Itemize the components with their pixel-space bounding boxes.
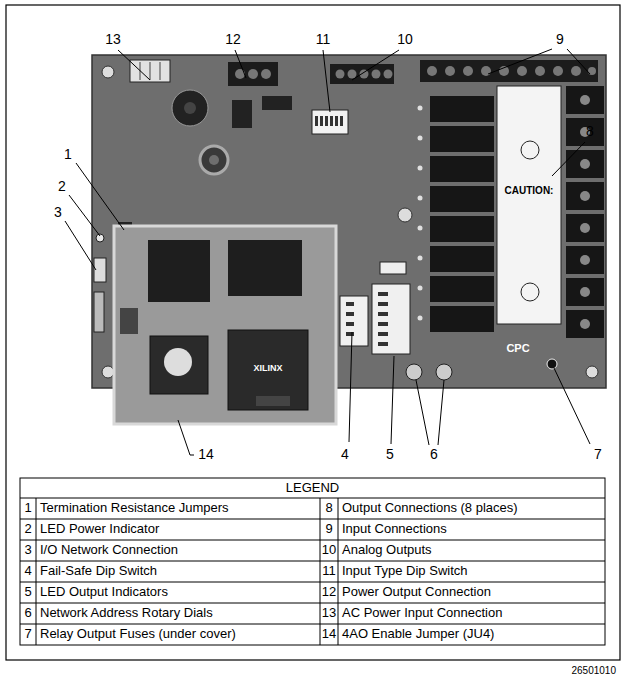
- callout-number: 12: [225, 32, 241, 47]
- legend-number-cell: 10: [320, 540, 338, 561]
- callout-number: 10: [397, 32, 413, 47]
- legend-text: LED Output Indicators: [40, 585, 168, 599]
- board-marking: CAUTION:: [505, 185, 554, 196]
- legend-number-cell: 3: [20, 540, 36, 561]
- legend-text: Output Connections (8 places): [342, 501, 518, 515]
- legend-text-cell: Termination Resistance Jumpers: [36, 498, 320, 519]
- callout-number: 2: [58, 179, 66, 194]
- legend-number: 9: [325, 522, 332, 536]
- legend-heading: LEGEND: [286, 481, 339, 495]
- legend-text-cell: Power Output Connection: [338, 582, 605, 603]
- legend-text-cell: Analog Outputs: [338, 540, 605, 561]
- legend-text: Power Output Connection: [342, 585, 491, 599]
- legend-number: 4: [24, 564, 31, 578]
- legend-number-cell: 5: [20, 582, 36, 603]
- legend-text-cell: Output Connections (8 places): [338, 498, 605, 519]
- legend-number: 10: [322, 543, 336, 557]
- legend-number: 7: [24, 627, 31, 641]
- board-marking: CPC: [506, 342, 529, 354]
- legend-text-cell: I/O Network Connection: [36, 540, 320, 561]
- callout-number-cell: 3: [42, 203, 74, 223]
- legend-number: 1: [24, 501, 31, 515]
- legend-number: 13: [322, 606, 336, 620]
- legend-number: 3: [24, 543, 31, 557]
- callout-number-cell: 1: [52, 145, 84, 165]
- legend-text: Network Address Rotary Dials: [40, 606, 213, 620]
- legend-number-cell: 1: [20, 498, 36, 519]
- legend-number-cell: 7: [20, 624, 36, 645]
- legend-number-cell: 8: [320, 498, 338, 519]
- legend-text-cell: Input Type Dip Switch: [338, 561, 605, 582]
- legend-text-cell: Network Address Rotary Dials: [36, 603, 320, 624]
- legend-text-cell: Relay Output Fuses (under cover): [36, 624, 320, 645]
- legend-number: 11: [322, 564, 336, 578]
- legend-text: AC Power Input Connection: [342, 606, 502, 620]
- callout-number: 14: [198, 447, 214, 462]
- callout-number-cell: 2: [46, 177, 78, 197]
- legend-number-cell: 11: [320, 561, 338, 582]
- legend-number: 12: [322, 585, 336, 599]
- legend-number-cell: 12: [320, 582, 338, 603]
- figure-number-cell: 26501010: [520, 662, 616, 678]
- legend-number-cell: 14: [320, 624, 338, 645]
- legend-number: 5: [24, 585, 31, 599]
- figure-number: 26501010: [572, 665, 617, 676]
- callout-number-cell: 4: [329, 445, 361, 465]
- legend-text: Termination Resistance Jumpers: [40, 501, 229, 515]
- callout-number-cell: 7: [582, 445, 614, 465]
- board-marking-cell: CPC: [498, 340, 538, 356]
- legend-number: 8: [325, 501, 332, 515]
- callout-number: 6: [430, 447, 438, 462]
- legend-number: 6: [24, 606, 31, 620]
- legend-number: 2: [24, 522, 31, 536]
- leader-lines: [65, 49, 590, 455]
- legend-heading-cell: LEGEND: [20, 478, 605, 498]
- figure-frame: [6, 5, 620, 660]
- callout-number: 13: [105, 32, 121, 47]
- callout-number: 7: [594, 447, 602, 462]
- legend-text: Fail-Safe Dip Switch: [40, 564, 157, 578]
- legend-text: Input Type Dip Switch: [342, 564, 468, 578]
- legend-text-cell: LED Output Indicators: [36, 582, 320, 603]
- legend-text: Input Connections: [342, 522, 447, 536]
- circuit-board: [92, 55, 606, 424]
- callout-number-cell: 9: [544, 30, 576, 50]
- legend-text: I/O Network Connection: [40, 543, 178, 557]
- callout-number-cell: 6: [418, 445, 450, 465]
- legend-number-cell: 9: [320, 519, 338, 540]
- legend-number-cell: 6: [20, 603, 36, 624]
- callout-number: 4: [341, 447, 349, 462]
- callout-number: 3: [54, 205, 62, 220]
- legend-number-cell: 4: [20, 561, 36, 582]
- legend-text: 4AO Enable Jumper (JU4): [342, 627, 494, 641]
- callout-number-cell: 10: [389, 30, 421, 50]
- board-marking: XILINX: [253, 364, 282, 374]
- legend-number: 14: [322, 627, 336, 641]
- legend-text: Relay Output Fuses (under cover): [40, 627, 236, 641]
- legend-number-cell: 13: [320, 603, 338, 624]
- legend-table: [20, 478, 605, 645]
- callout-number: 11: [316, 32, 331, 47]
- legend-text-cell: Fail-Safe Dip Switch: [36, 561, 320, 582]
- legend-text-cell: Input Connections: [338, 519, 605, 540]
- callout-number-cell: 11: [307, 30, 339, 50]
- board-marking-cell: XILINX: [238, 362, 298, 376]
- callout-number: 9: [556, 32, 564, 47]
- callout-number: 5: [386, 447, 394, 462]
- callout-number-cell: 8: [574, 122, 606, 142]
- callout-number-cell: 5: [374, 445, 406, 465]
- legend-text: LED Power Indicator: [40, 522, 159, 536]
- legend-text-cell: LED Power Indicator: [36, 519, 320, 540]
- legend-number-cell: 2: [20, 519, 36, 540]
- board-marking-cell: CAUTION:: [499, 182, 559, 198]
- callout-number: 1: [64, 147, 72, 162]
- callout-number-cell: 13: [97, 30, 129, 50]
- callout-number: 8: [586, 124, 594, 139]
- legend-text-cell: AC Power Input Connection: [338, 603, 605, 624]
- callout-number-cell: 12: [217, 30, 249, 50]
- legend-text: Analog Outputs: [342, 543, 432, 557]
- legend-text-cell: 4AO Enable Jumper (JU4): [338, 624, 605, 645]
- callout-number-cell: 14: [190, 445, 222, 465]
